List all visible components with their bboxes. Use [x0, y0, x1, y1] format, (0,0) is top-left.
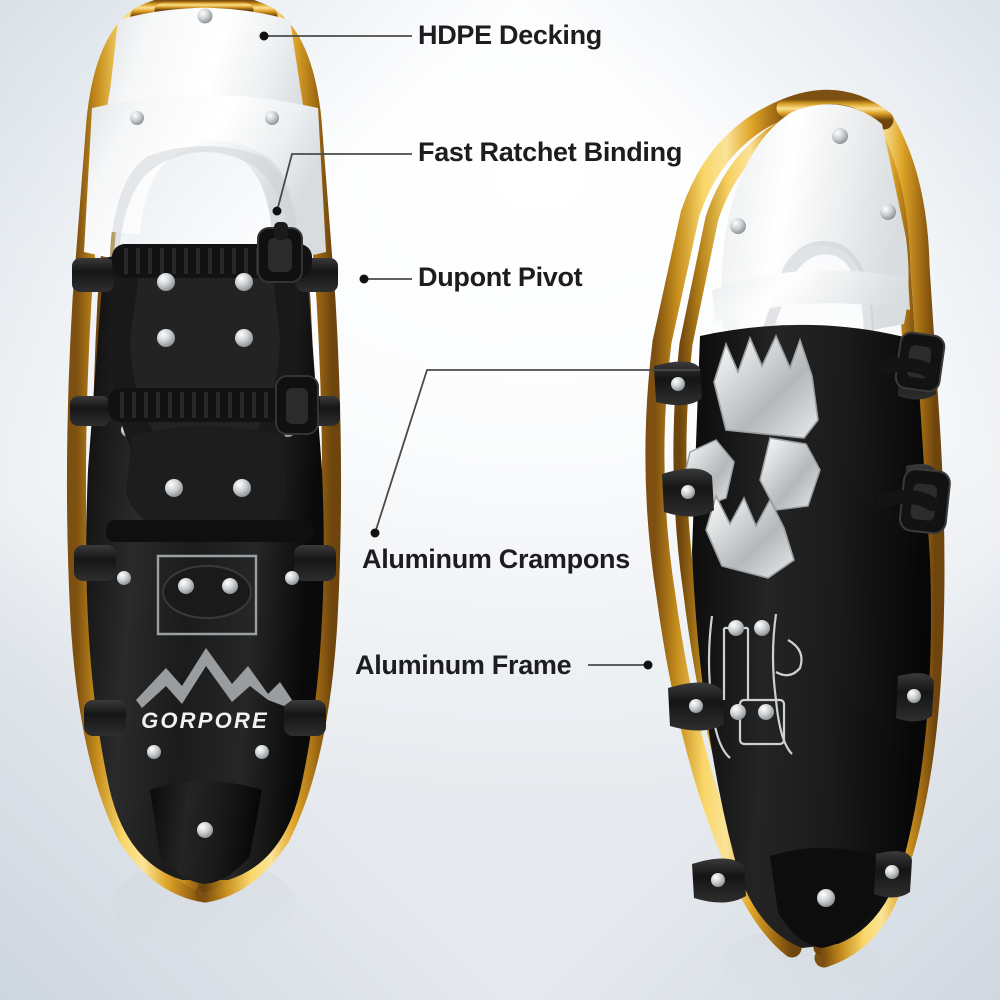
deck-rivet: [130, 111, 144, 125]
anchor-dot-ratchet: [272, 206, 282, 216]
heel-lift-hardware: [707, 613, 803, 759]
leader-ratchet: [276, 153, 412, 212]
lower-ratchet-buckle: [275, 375, 319, 435]
tail-rivet: [817, 889, 835, 907]
toe-crampon-teeth: [713, 334, 819, 439]
frame-wrap-tab: [284, 700, 326, 736]
anchor-dot-frame: [643, 660, 653, 670]
frame-wrap-tab: [72, 258, 114, 292]
callout-label-fast-ratchet-binding: Fast Ratchet Binding: [418, 137, 683, 167]
right-hdpe-decking: [712, 104, 910, 338]
leader-crampons: [374, 369, 700, 534]
center-crampon-blade: [759, 437, 821, 511]
deck-rivet: [117, 571, 131, 585]
heel-webbing-strap: [106, 520, 314, 542]
upper-ratchet-buckle: [257, 222, 303, 283]
right-black-deck: [692, 324, 931, 948]
left-hdpe-decking: [84, 8, 326, 260]
callout-leader-lines: [264, 35, 700, 666]
instep-pad: [126, 426, 286, 528]
deck-rivet: [880, 204, 896, 220]
frame-wrap-tab: [74, 545, 116, 581]
left-heel-plate: [156, 554, 258, 636]
mountain-icon: [136, 648, 292, 708]
brand-wordmark: GORPORE: [141, 708, 269, 733]
callout-anchor-dots: [259, 31, 653, 670]
brand-logo: GORPORE: [136, 648, 292, 733]
heel-crampon-teeth: [705, 493, 795, 579]
anchor-dot-crampons: [370, 528, 380, 538]
right-ratchet-buckles: [873, 331, 951, 535]
anchor-dot-hdpe: [259, 31, 269, 41]
callout-label-hdpe-decking: HDPE Decking: [418, 20, 602, 50]
deck-rivet: [255, 745, 269, 759]
left-snowshoe-front-view: GORPORE: [66, 0, 342, 951]
tail-rivet: [197, 822, 213, 838]
right-snowshoe-angled-view: [645, 89, 951, 996]
deck-rivet: [197, 8, 213, 24]
deck-rivet: [265, 111, 279, 125]
deck-rivet: [285, 571, 299, 585]
frame-wrap-tab: [294, 545, 336, 581]
deck-rivet: [147, 745, 161, 759]
frame-wrap-tab: [84, 700, 126, 736]
deck-rivet: [832, 128, 848, 144]
callout-label-aluminum-crampons: Aluminum Crampons: [362, 544, 630, 574]
left-fast-ratchet-binding: [106, 222, 320, 542]
frame-wrap-tab: [70, 396, 110, 426]
deck-band: [712, 270, 910, 322]
callout-label-aluminum-frame: Aluminum Frame: [355, 650, 572, 680]
anchor-dot-pivot: [359, 274, 369, 284]
deck-rivet: [730, 218, 746, 234]
callout-label-dupont-pivot: Dupont Pivot: [418, 262, 583, 292]
